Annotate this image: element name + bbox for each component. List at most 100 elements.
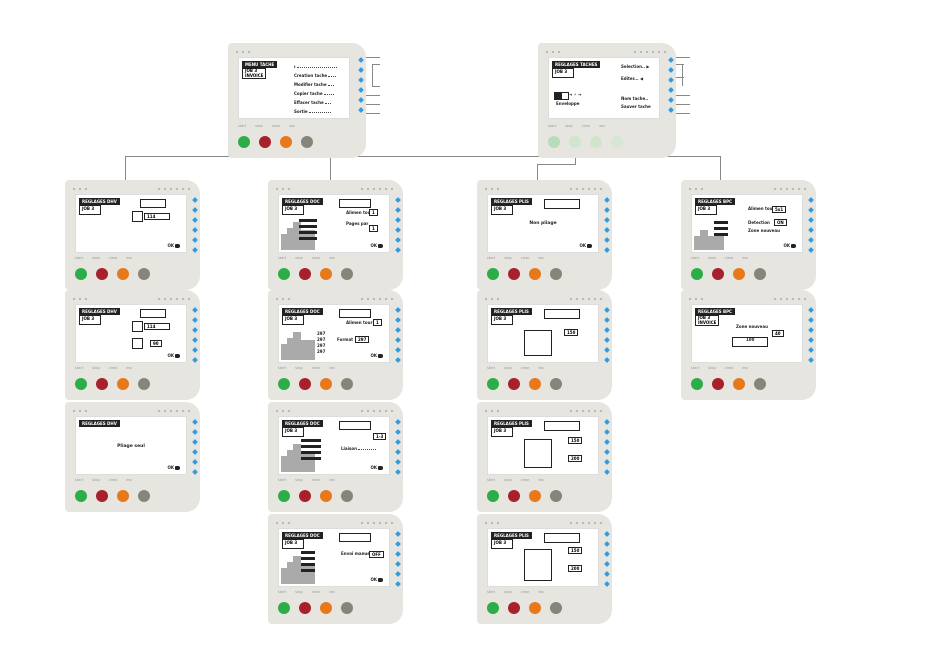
bpc-feed-label: Alimen tour <box>748 206 775 211</box>
menu-item: Editer... ◀ <box>621 76 644 81</box>
softkey[interactable] <box>668 67 674 73</box>
zone-diagram <box>732 337 768 347</box>
connector-plis-h <box>537 164 576 165</box>
job-box: JOB 3 <box>282 205 304 215</box>
plis-no-fold: Non pliage <box>529 221 557 226</box>
bpc-detection-value: ON <box>774 219 787 226</box>
screen-title: REGLAGES DHV <box>79 198 120 205</box>
menu-item: Sortie <box>294 109 331 114</box>
connector-doc <box>330 156 331 182</box>
stop-button[interactable] <box>569 136 581 148</box>
menu-item: Sauver tache <box>621 104 651 109</box>
doc-link-label: Liaison <box>341 446 376 451</box>
softkey[interactable] <box>358 77 364 83</box>
screen-title: MENU TACHE <box>242 61 278 68</box>
connector-dhv <box>125 156 126 182</box>
dhv-value: 114 <box>144 213 170 220</box>
start-button[interactable] <box>75 268 87 280</box>
fold-diagram-icon <box>132 338 143 349</box>
connector-plis <box>537 164 538 182</box>
screen-title: REGLAGES DHV <box>79 308 120 315</box>
fold-icons <box>140 199 166 208</box>
menu-item: Copier tache <box>294 91 334 96</box>
start-button[interactable] <box>238 136 250 148</box>
softkey[interactable] <box>358 67 364 73</box>
esc-button[interactable] <box>301 136 313 148</box>
plis-value: 150 <box>564 329 579 336</box>
menu-item: Nom tache.. <box>621 96 649 101</box>
doc-format-label: Format <box>337 337 354 342</box>
doc-manual-value: OFF <box>369 551 384 558</box>
bpc-feed-value: 5x1 <box>772 206 787 213</box>
dhv-fold-only: Pliage seul <box>117 444 145 449</box>
job-box: JOB 3 <box>552 68 574 78</box>
screen: REGLAGES TACHES JOB 3 Selection.. ▶ Edit… <box>548 57 660 119</box>
menu-item: Creation tache <box>294 73 337 78</box>
esc-button[interactable] <box>611 136 623 148</box>
connector-horizontal <box>125 156 721 157</box>
panel-reglages-taches: REGLAGES TACHES JOB 3 Selection.. ▶ Edit… <box>538 43 676 158</box>
bpc-zone-label: Zone nouveau <box>748 228 780 233</box>
envelope-label: Enveloppe <box>556 101 580 106</box>
document-icons <box>339 199 371 208</box>
softkey[interactable] <box>668 57 674 63</box>
fold-diagram-icon <box>132 211 143 222</box>
softkey[interactable] <box>358 97 364 103</box>
doc-manual-label: Envoi manuel <box>341 551 372 556</box>
doc-link-value: 1-3 <box>373 433 387 440</box>
fold-diagram-icon <box>132 321 143 332</box>
clear-button[interactable] <box>280 136 292 148</box>
screen-title: REGLAGES DHV <box>79 420 120 427</box>
stop-button[interactable] <box>259 136 271 148</box>
connector-bpc <box>720 156 721 182</box>
sheet-diagram <box>524 330 552 356</box>
softkey[interactable] <box>668 87 674 93</box>
softkey[interactable] <box>358 107 364 113</box>
panel-bpc-1: REGLAGES BPC JOB 3 Alimen tour 5x1 Detec… <box>681 180 816 290</box>
stop-button[interactable] <box>96 268 108 280</box>
screen-title: REGLAGES TACHES <box>552 61 601 68</box>
bpc-detection-label: Detection <box>748 220 770 225</box>
screen-title: REGLAGES DOC <box>282 308 323 315</box>
panel-doc-1: REGLAGES DOC JOB 3 Alimen tour 1 Pages p… <box>268 180 403 290</box>
bpc-zone-value: 40 <box>772 330 784 337</box>
softkey[interactable] <box>358 57 364 63</box>
menu-item: Selection.. ▶ <box>621 64 650 69</box>
menu-item: Modifier tache <box>294 82 334 87</box>
hand-icon <box>175 244 180 248</box>
clear-button[interactable] <box>590 136 602 148</box>
job-box: JOB 3 <box>79 205 101 215</box>
job-box: JOB 3 <box>282 315 304 325</box>
softkey[interactable] <box>668 97 674 103</box>
screen-title: REGLAGES DOC <box>282 198 323 205</box>
bpc-zone-label: Zone nouveau <box>736 324 768 329</box>
dhv-value: 114 <box>144 323 170 330</box>
dhv-value2: 90 <box>150 340 162 347</box>
esc-button[interactable] <box>138 268 150 280</box>
doc-format-value: 297 <box>355 336 370 343</box>
job-box: JOB 3 <box>79 315 101 325</box>
clear-button[interactable] <box>117 268 129 280</box>
fold-icons <box>140 309 166 318</box>
panel-doc-2: REGLAGES DOC JOB 3 297 297 297 297 Alime… <box>268 290 403 400</box>
softkey[interactable] <box>358 87 364 93</box>
softkey[interactable] <box>668 77 674 83</box>
panel-doc-4: REGLAGES DOC JOB 3 Envoi manuel OFF OK s… <box>268 514 403 624</box>
document-icon <box>561 92 569 100</box>
doc-pages-label: Pages par <box>346 221 369 226</box>
start-button[interactable] <box>548 136 560 148</box>
softkey[interactable] <box>668 107 674 113</box>
doc-feed-label: Alimen tour <box>346 210 373 215</box>
